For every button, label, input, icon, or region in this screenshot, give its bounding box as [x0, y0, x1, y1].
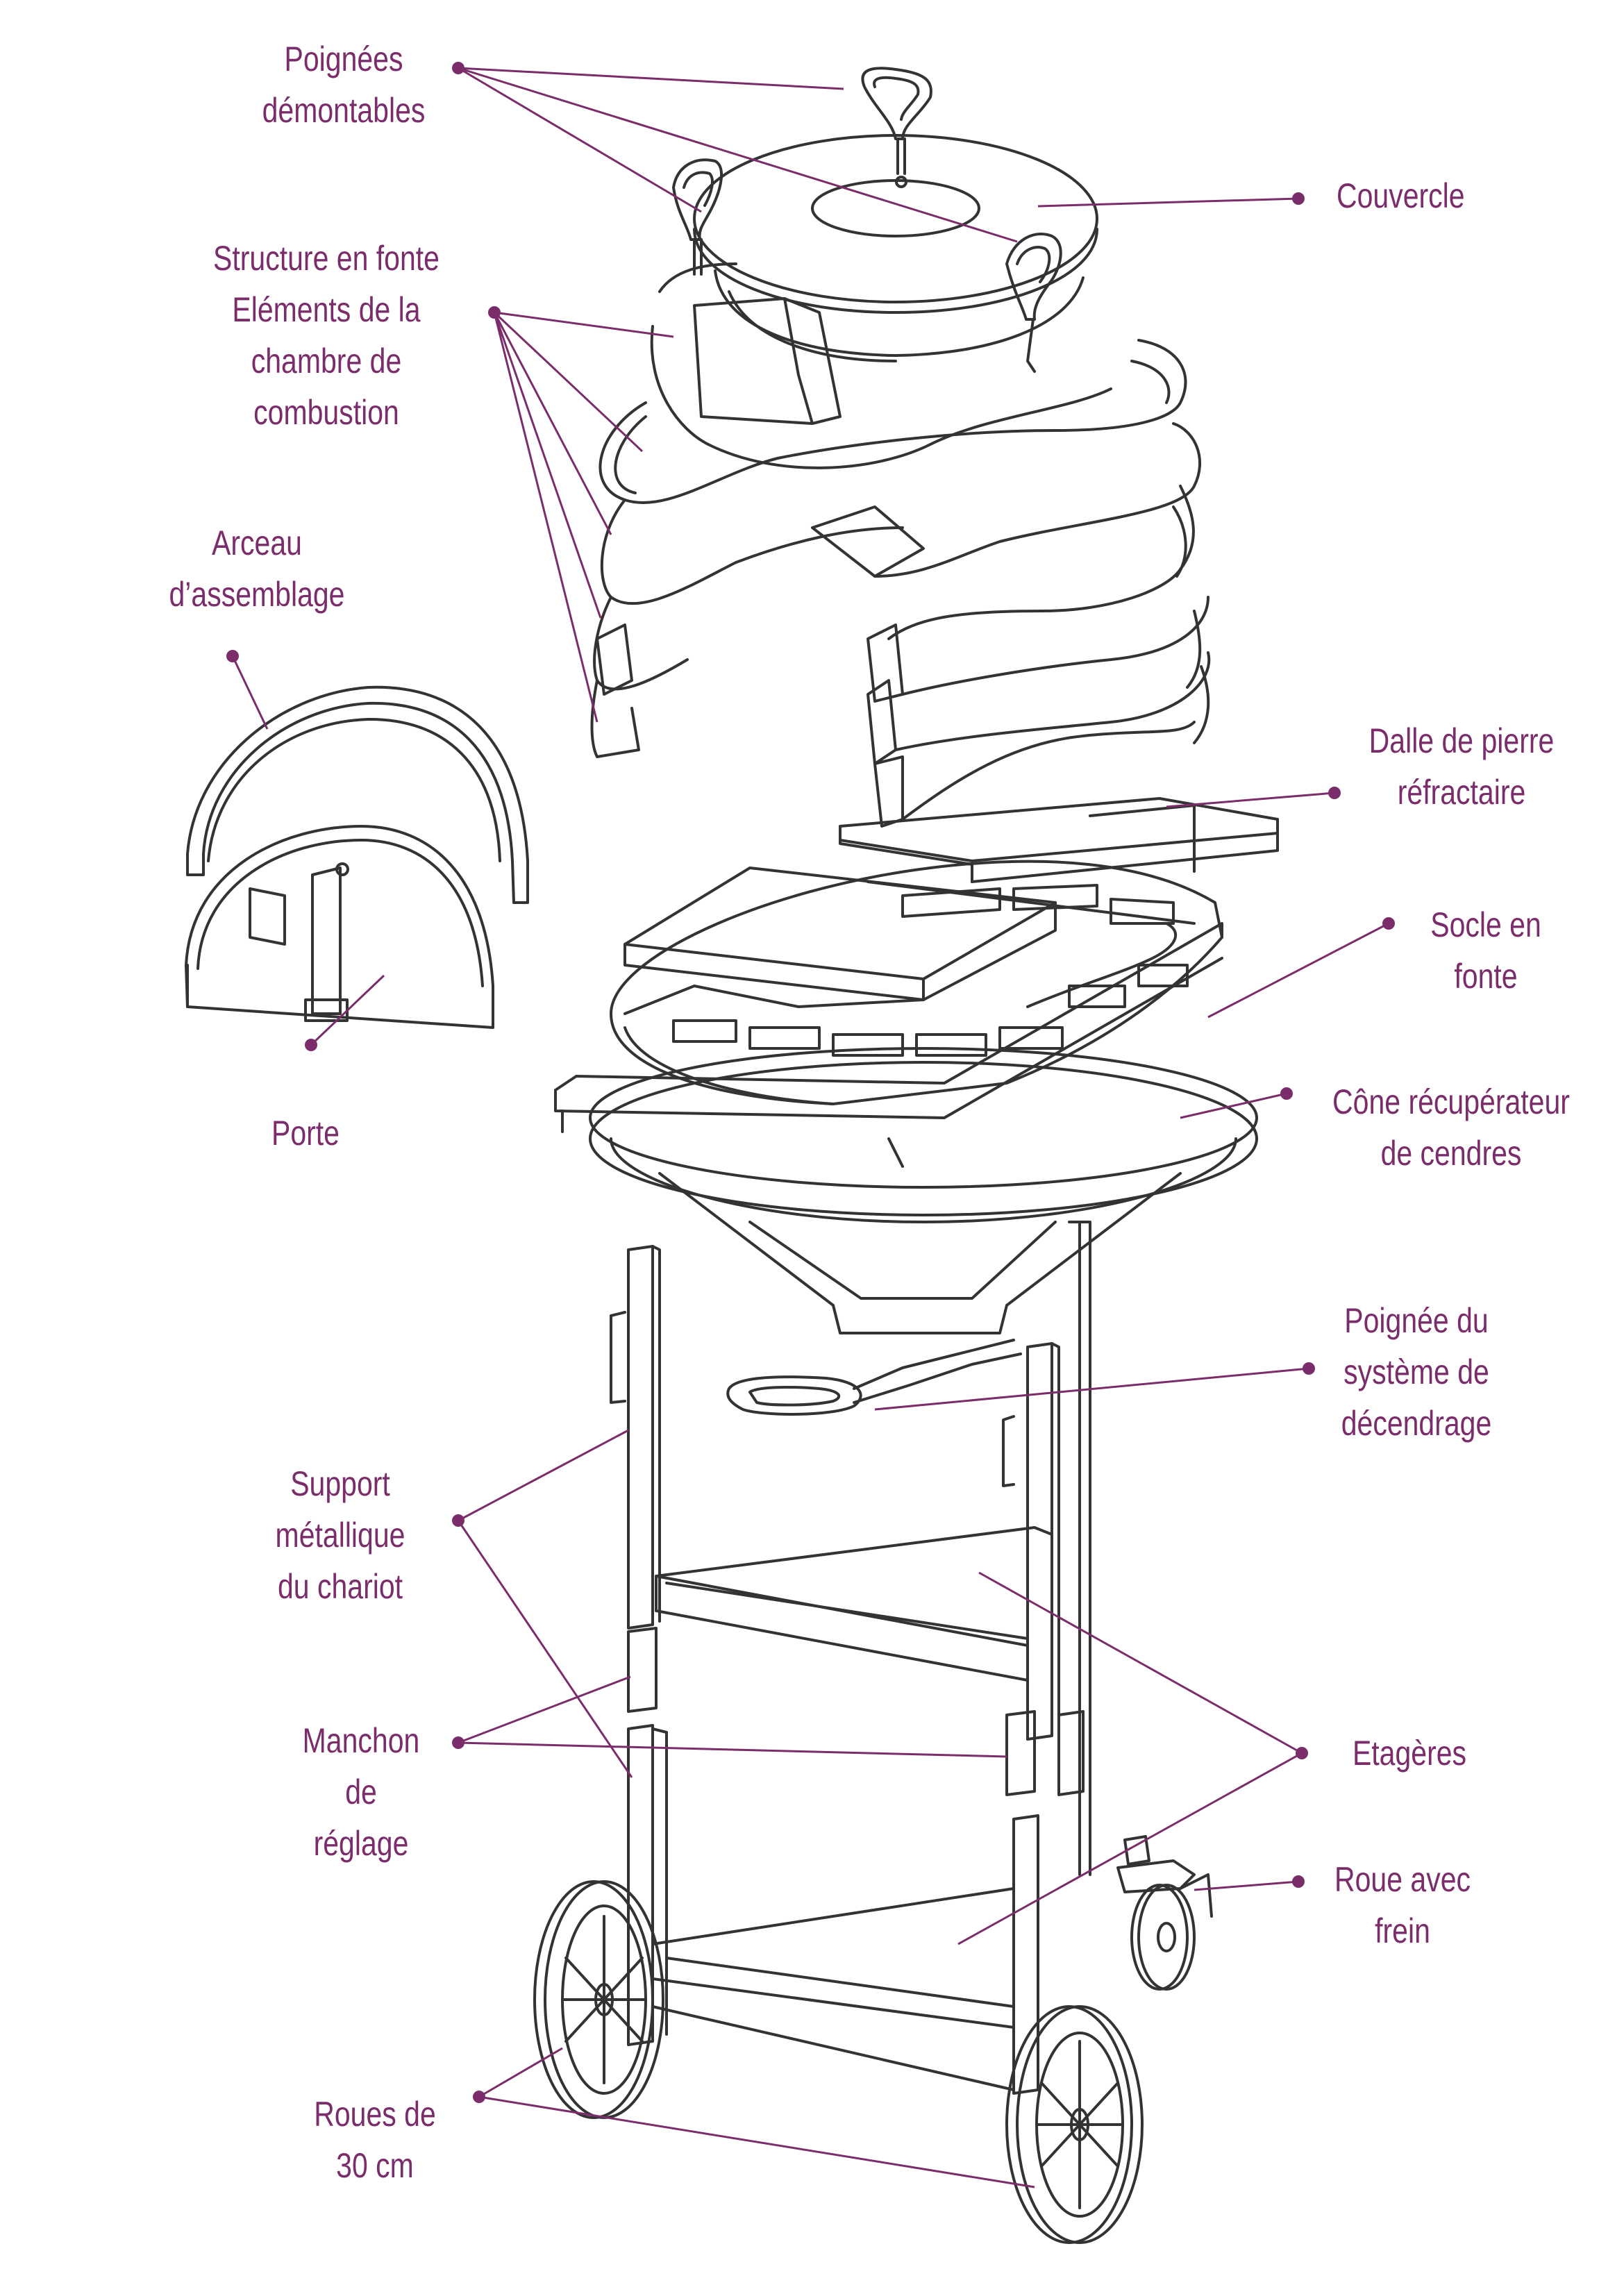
dot-arceau — [226, 650, 239, 662]
dot-manchon — [452, 1736, 464, 1749]
base-handle — [1026, 922, 1178, 1008]
dot-roues — [473, 2091, 485, 2103]
stone-slab-lower — [623, 866, 1057, 1001]
leader-socle — [1207, 922, 1389, 1019]
leader-porte — [310, 974, 385, 1046]
door — [185, 825, 494, 1029]
handle-top — [861, 67, 932, 188]
leader-arceau — [231, 655, 269, 730]
leader-manchon — [458, 1675, 1007, 1758]
dot-poignee-decendrage — [1303, 1362, 1315, 1375]
label-poignee-decendrage: Poignée du système de décendrage — [1341, 1301, 1492, 1443]
cart-frame — [610, 1221, 1091, 2095]
label-manchon: Manchon de réglage — [302, 1721, 420, 1863]
assembly-arch — [186, 685, 529, 904]
handle-left — [672, 158, 723, 276]
label-poignees: Poignées démontables — [262, 40, 426, 130]
dot-structure — [488, 306, 501, 319]
wheel-left — [533, 1880, 664, 2119]
label-dalle: Dalle de pierre réfractaire — [1368, 721, 1555, 812]
ash-cone — [589, 1047, 1258, 1334]
dot-porte — [305, 1039, 317, 1051]
dot-etageres — [1296, 1747, 1308, 1759]
dot-couvercle — [1292, 192, 1305, 205]
leader-roue-frein — [1194, 1880, 1299, 1891]
dot-cone — [1280, 1087, 1293, 1100]
dot-roue-frein — [1292, 1875, 1305, 1888]
leader-support — [457, 1429, 633, 1778]
leader-etageres — [957, 1571, 1303, 1945]
handle-right — [1005, 232, 1062, 373]
label-cone: Cône récupérateur de cendres — [1332, 1082, 1570, 1173]
combustion-chamber — [590, 262, 1211, 828]
label-support: Support métallique du chariot — [275, 1464, 405, 1606]
label-roue-frein: Roue avec frein — [1334, 1860, 1471, 1950]
wheel-right — [1005, 2005, 1144, 2244]
ash-handle — [726, 1339, 1022, 1416]
dot-dalle — [1328, 787, 1341, 799]
leader-cone — [1180, 1092, 1287, 1119]
label-arceau: Arceau d’assemblage — [169, 524, 345, 614]
label-couvercle: Couvercle — [1337, 176, 1465, 215]
leader-roues — [478, 2047, 1035, 2188]
leader-couvercle — [1037, 197, 1299, 208]
leader-dalle — [1166, 792, 1335, 808]
label-socle: Socle en fonte — [1430, 905, 1541, 996]
leader-poignee-decendrage — [874, 1367, 1309, 1411]
label-porte: Porte — [271, 1114, 340, 1153]
lid — [693, 134, 1098, 362]
stone-slab-top — [839, 797, 1279, 883]
leader-structure — [493, 311, 674, 723]
label-etageres: Etagères — [1352, 1734, 1467, 1773]
dot-poignees — [452, 62, 464, 74]
label-structure: Structure en fonte Eléments de la chambr… — [213, 239, 440, 432]
axle — [651, 2005, 1015, 2091]
dot-support — [452, 1514, 464, 1527]
leader-poignees — [458, 67, 1018, 243]
dot-socle — [1382, 917, 1395, 930]
caster-wheel — [1116, 1835, 1213, 1991]
cast-iron-base — [554, 860, 1223, 1168]
label-roues: Roues de 30 cm — [314, 2095, 436, 2185]
